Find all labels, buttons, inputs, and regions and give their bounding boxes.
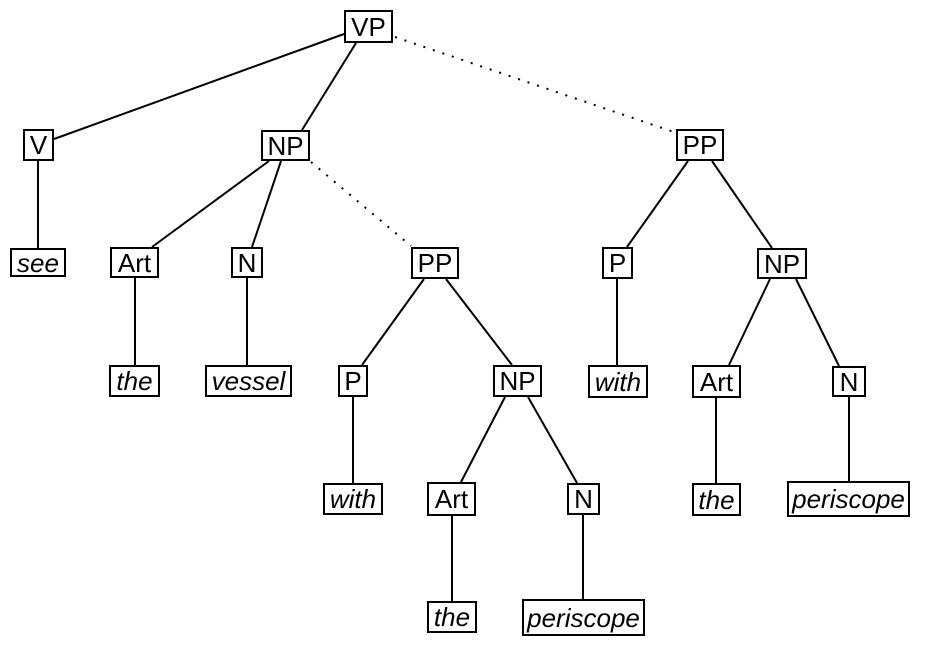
leaf-see: see bbox=[10, 248, 66, 277]
edge-vp-np-obj bbox=[301, 42, 357, 131]
node-v: V bbox=[23, 129, 54, 161]
node-vp: VP bbox=[344, 10, 393, 43]
leaf-periscope-high: periscope bbox=[787, 481, 910, 517]
leaf-vessel: vessel bbox=[205, 365, 292, 397]
edge-np-high-art bbox=[728, 278, 771, 366]
edge-np-high-n bbox=[795, 278, 840, 367]
node-n-low: N bbox=[567, 483, 600, 515]
leaf-the-object: the bbox=[109, 365, 160, 397]
node-pp-high: PP bbox=[676, 129, 724, 161]
node-n-high: N bbox=[832, 366, 866, 397]
node-n-object: N bbox=[231, 247, 263, 278]
node-p-low: P bbox=[338, 365, 368, 397]
leaf-periscope-low: periscope bbox=[522, 599, 645, 636]
node-np-low: NP bbox=[493, 365, 542, 397]
edge-np-obj-art bbox=[151, 160, 270, 248]
edge-pp-high-p bbox=[626, 160, 689, 248]
edge-vp-pp-high-dotted bbox=[394, 36, 675, 133]
node-art-high: Art bbox=[692, 365, 741, 398]
edge-np-obj-n bbox=[251, 160, 282, 248]
leaf-the-low: the bbox=[427, 601, 477, 633]
leaf-with-low: with bbox=[323, 483, 383, 515]
node-pp-low: PP bbox=[411, 247, 459, 279]
node-art-object: Art bbox=[110, 247, 159, 278]
edge-pp-high-np bbox=[711, 160, 773, 249]
edge-pp-low-np bbox=[445, 278, 513, 366]
edge-pp-low-p bbox=[361, 278, 425, 366]
node-p-high: P bbox=[602, 247, 633, 279]
edge-np-low-art bbox=[460, 396, 506, 483]
leaf-the-high: the bbox=[692, 483, 741, 516]
leaf-with-high: with bbox=[588, 365, 648, 398]
node-art-low: Art bbox=[427, 482, 476, 516]
node-np-object: NP bbox=[261, 130, 310, 161]
node-np-high: NP bbox=[757, 248, 807, 279]
edge-np-low-n bbox=[527, 396, 578, 484]
edge-vp-v bbox=[53, 33, 345, 140]
edge-np-obj-pp-low-dotted bbox=[310, 161, 412, 247]
